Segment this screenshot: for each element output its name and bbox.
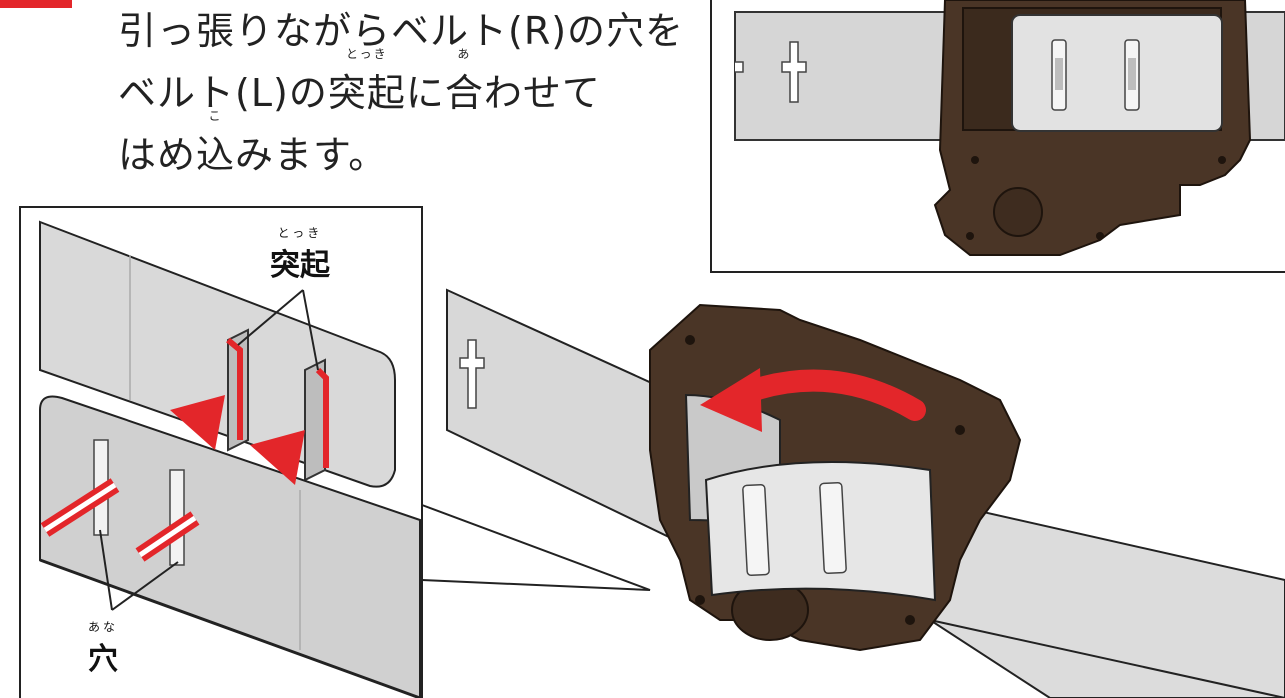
buckle-knob <box>993 187 1043 237</box>
ruby-a: あ合 <box>444 48 484 124</box>
zoom-connector <box>421 504 651 591</box>
ruby-base: 込 <box>196 133 236 177</box>
direction-arrow-body <box>729 369 926 421</box>
zoom-inset <box>19 206 651 698</box>
belt-right <box>929 498 1285 698</box>
label-ana: あな 穴 <box>88 620 118 678</box>
instruction-text-segment: みます。 <box>235 133 388 177</box>
screw <box>1096 232 1104 240</box>
leader-line-ana <box>111 561 179 611</box>
screw <box>966 232 974 240</box>
protrusion-highlight <box>315 367 329 468</box>
belt-hole-inner <box>1055 58 1063 90</box>
ruby-text: あ <box>457 47 472 61</box>
screw <box>685 335 695 345</box>
belt-r <box>39 395 421 698</box>
ruby-base: 突起 <box>327 71 406 115</box>
belt-hole <box>742 483 770 577</box>
instruction-text-segment: ベルト(L)の <box>118 71 328 115</box>
insert-arrow <box>170 395 225 450</box>
belt-keyhole-slot <box>781 41 807 103</box>
leader-line-ana <box>99 529 113 611</box>
leader-line-tokki <box>302 289 319 371</box>
leader-line-tokki <box>237 289 304 346</box>
screw <box>955 425 965 435</box>
step-marker <box>0 0 72 8</box>
belt-hole <box>819 481 847 575</box>
label-tokki: とっき 突起 <box>270 226 330 284</box>
direction-arrow-head <box>700 368 762 432</box>
insert-arrow <box>250 430 305 485</box>
label-text: 突起 <box>270 248 330 283</box>
screw <box>905 615 915 625</box>
instruction-line-1: 引っ張りながらベルト(R)の穴を <box>118 9 685 53</box>
belt-edge <box>929 619 1285 698</box>
screw <box>1218 156 1226 164</box>
protrusion-highlight <box>226 337 243 440</box>
red-stripe-inner <box>138 515 197 558</box>
instruction-line-3: はめこ込みます。 <box>118 110 698 186</box>
ruby-text: とっき <box>277 226 323 240</box>
ruby-ko: こ込 <box>196 110 236 186</box>
instruction-text-segment: はめ <box>118 133 197 177</box>
instruction-line-2: ベルト(L)のとっき突起にあ合わせて <box>118 48 698 124</box>
screw <box>971 156 979 164</box>
inset-belt-front-plate <box>1011 14 1223 132</box>
belt-r-edge <box>39 558 421 698</box>
ruby-tokki: とっき突起 <box>327 48 406 124</box>
belt-hole-inner <box>1128 58 1136 90</box>
instruction-text: 引っ張りながらベルト(R)の穴を ベルト(L)のとっき突起にあ合わせて はめこ込… <box>118 0 698 186</box>
ruby-text: とっき <box>346 47 388 61</box>
ruby-text: あな <box>88 620 119 634</box>
label-text: 穴 <box>88 642 118 677</box>
belt-front-plate <box>704 461 937 602</box>
ruby-base: 合 <box>444 71 484 115</box>
protrusion <box>304 358 326 482</box>
red-stripe-inner <box>43 482 117 533</box>
belt-keyhole-slot <box>459 339 485 409</box>
instruction-text-segment: わせて <box>483 71 601 115</box>
instruction-text-segment: に <box>405 71 445 115</box>
belt-notch <box>735 61 744 73</box>
ruby-text: こ <box>208 109 223 123</box>
main-belt-illustration <box>446 288 1285 698</box>
screw <box>695 595 705 605</box>
inset-top-right <box>710 0 1285 273</box>
